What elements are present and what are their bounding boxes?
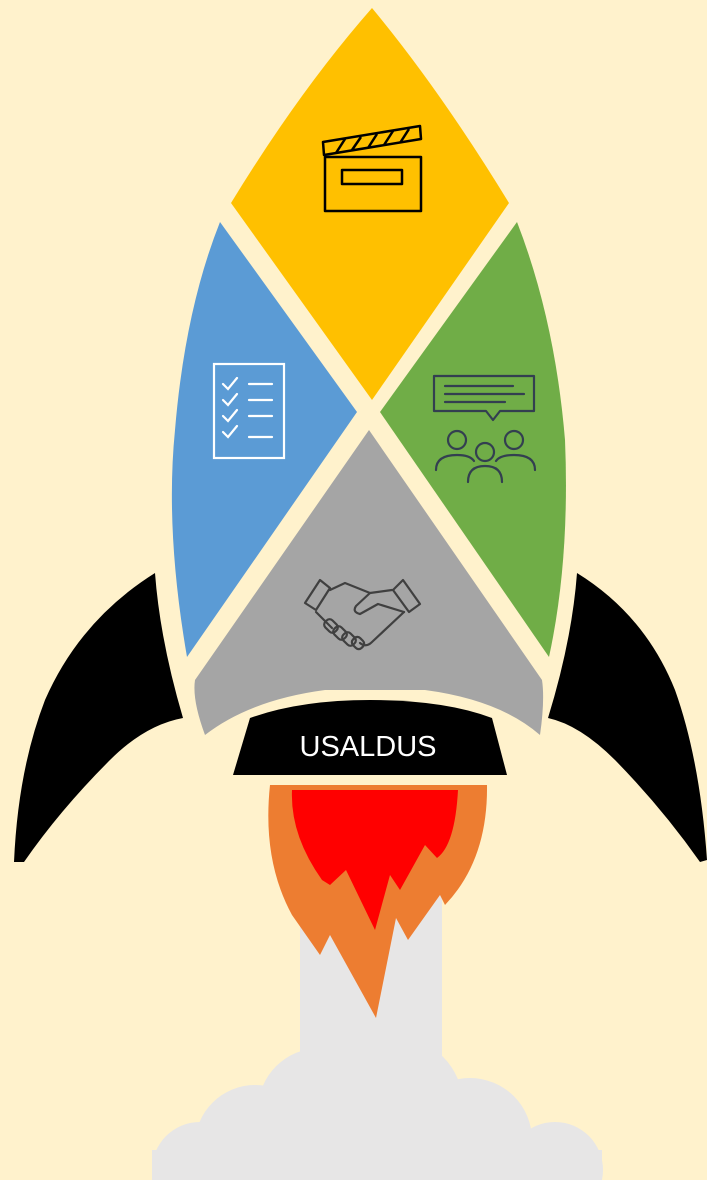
- right-fin: [548, 573, 707, 862]
- flame-inner: [291, 790, 458, 930]
- checklist-icon: [212, 362, 286, 460]
- rocket-base: [233, 700, 507, 775]
- clapperboard-icon: [321, 124, 423, 213]
- left-segment: [171, 222, 357, 657]
- left-fin: [14, 573, 183, 862]
- base-label: USALDUS: [300, 731, 437, 763]
- team-discussion-icon: [432, 374, 537, 484]
- top-segment: [231, 8, 509, 400]
- right-segment: [380, 222, 566, 657]
- handshake-icon: [303, 578, 422, 651]
- bottom-segment: [194, 430, 544, 735]
